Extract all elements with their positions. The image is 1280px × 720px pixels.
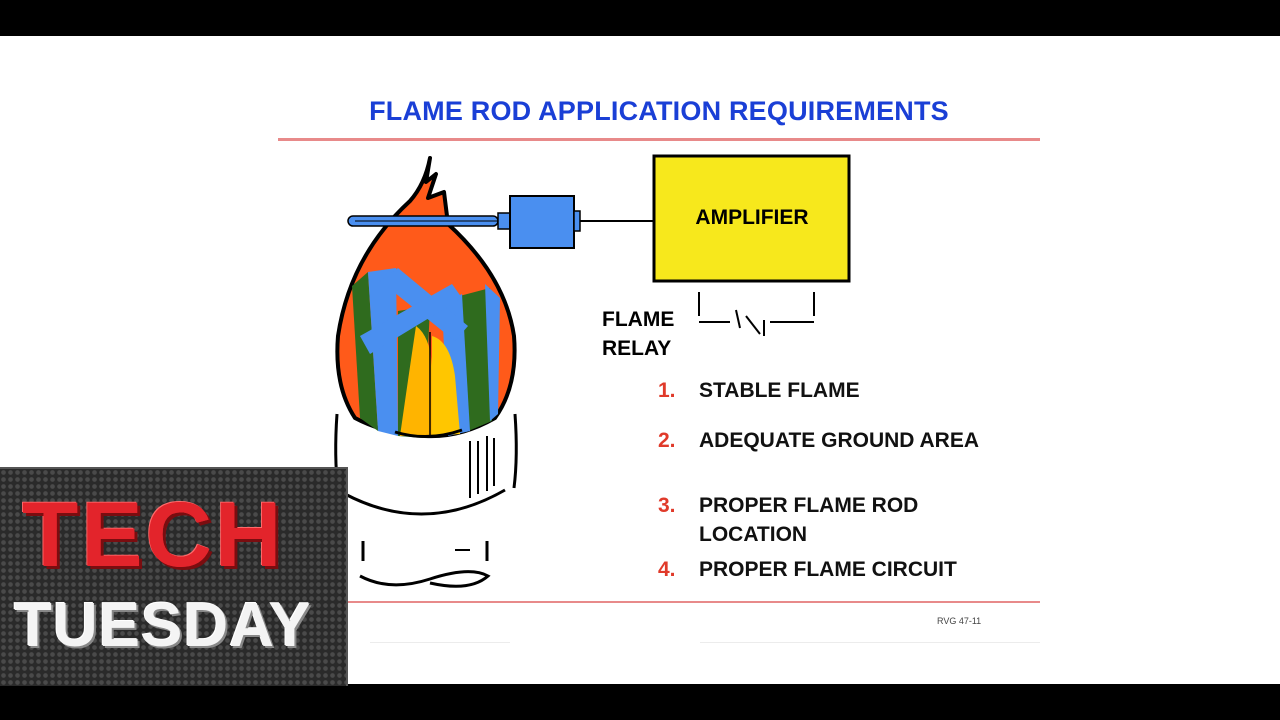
list-text: STABLE FLAME bbox=[699, 379, 860, 402]
relay-contact-symbol bbox=[698, 292, 815, 336]
faint-line bbox=[370, 642, 510, 643]
logo-line-tuesday: TUESDAY bbox=[14, 591, 312, 660]
amplifier-label: AMPLIFIER bbox=[695, 206, 809, 229]
flame-relay-label: FLAME RELAY bbox=[602, 308, 675, 360]
slide-code: RVG 47-11 bbox=[937, 616, 982, 626]
slide-title: FLAME ROD APPLICATION REQUIREMENTS bbox=[369, 96, 949, 126]
list-number: 2. bbox=[658, 429, 676, 452]
swirler-vanes bbox=[352, 268, 500, 439]
tech-tuesday-logo: TECH TUESDAY bbox=[0, 467, 348, 686]
list-text: PROPER FLAME CIRCUIT bbox=[699, 558, 957, 581]
flame-rod bbox=[347, 195, 581, 249]
faint-line bbox=[700, 642, 1040, 643]
list-text: ADEQUATE GROUND AREA bbox=[699, 429, 980, 452]
list-number: 4. bbox=[658, 558, 676, 581]
list-text: PROPER FLAME ROD LOCATION bbox=[699, 494, 919, 546]
list-number: 1. bbox=[658, 379, 676, 402]
flame-rod-diagram bbox=[334, 154, 851, 588]
list-number: 3. bbox=[658, 494, 676, 517]
title-divider bbox=[278, 138, 1040, 141]
burner-tube bbox=[334, 413, 518, 588]
amplifier-box bbox=[652, 154, 851, 283]
footer-divider bbox=[278, 601, 1040, 603]
logo-line-tech: TECH bbox=[22, 484, 285, 586]
